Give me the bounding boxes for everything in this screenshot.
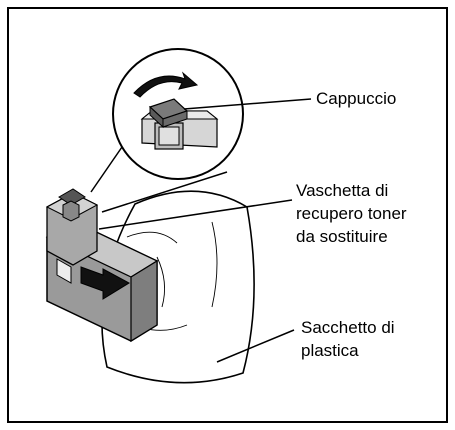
pull-arrow-icon: [80, 266, 131, 300]
label-waste-toner: Vaschetta di recupero toner da sostituir…: [296, 179, 407, 248]
leader-bag: [216, 329, 295, 363]
label-waste-toner-line-2: recupero toner: [296, 204, 407, 223]
waste-toner-box: [45, 188, 159, 343]
leader-cap: [183, 98, 312, 110]
label-bag-line-2: plastica: [301, 341, 359, 360]
label-waste-toner-line-3: da sostituire: [296, 227, 388, 246]
rotate-arrow-icon: [133, 71, 199, 98]
diagram-svg: [7, 7, 448, 423]
label-bag-line-1: Sacchetto di: [301, 318, 395, 337]
label-waste-toner-line-1: Vaschetta di: [296, 181, 389, 200]
leader-waste-toner: [98, 199, 293, 230]
illustration-frame: Cappuccio Vaschetta di recupero toner da…: [7, 7, 448, 423]
label-cap: Cappuccio: [316, 89, 397, 108]
zoom-line-right: [101, 171, 228, 213]
zoom-line-left: [90, 146, 123, 193]
label-bag: Sacchetto di plastica: [301, 316, 395, 362]
zoom-circle: [112, 48, 244, 180]
